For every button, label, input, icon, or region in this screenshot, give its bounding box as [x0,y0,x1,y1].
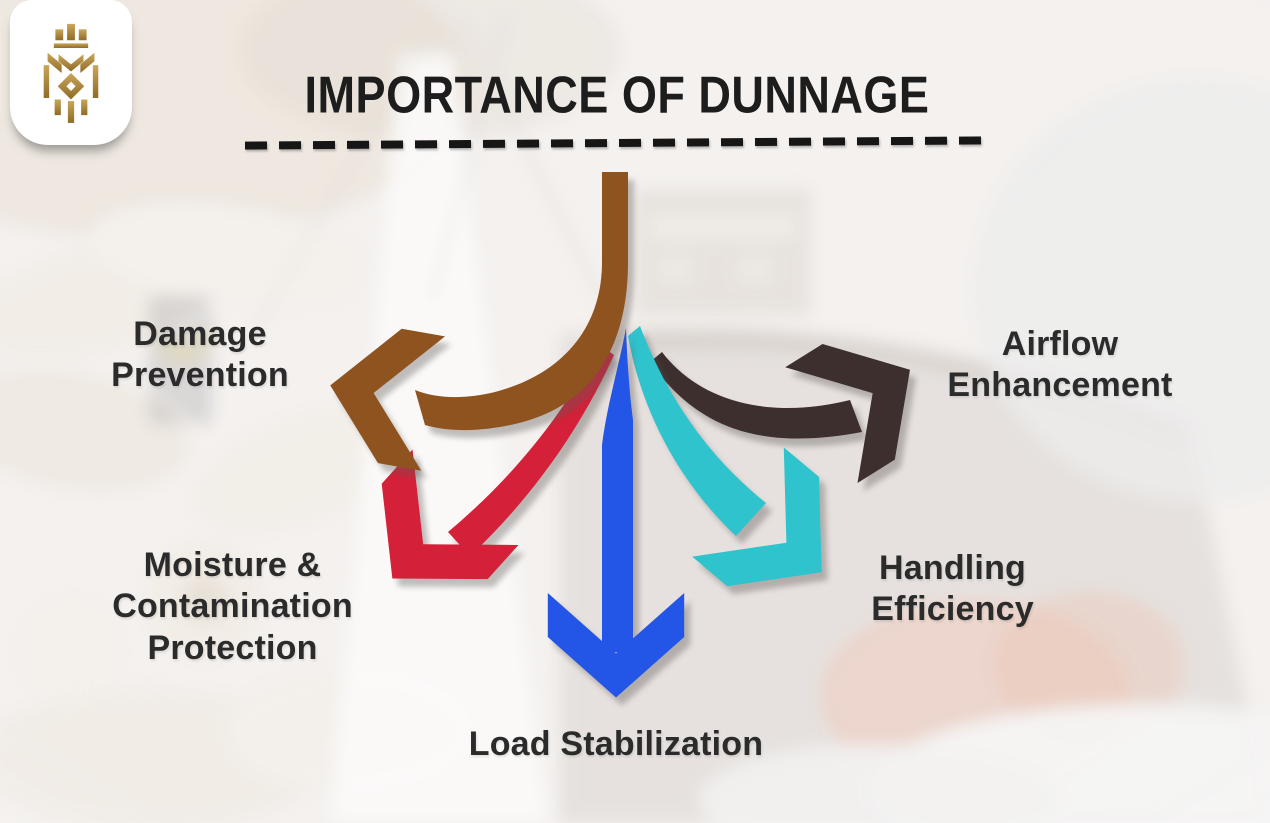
logo-card [10,0,132,145]
golden-crest-logo [43,23,99,123]
airflow-enhancement-arrow [650,311,947,483]
label-load-stabilization: Load Stabilization [468,725,764,763]
label-handling-efficiency: Handling Efficiency [871,549,1034,629]
label-airflow-enhancement: Airflow Enhancement [947,325,1173,405]
damage-prevention-arrow [318,172,628,471]
load-stabilization-arrow [547,328,685,698]
page-title: IMPORTANCE OF DUNNAGE [304,67,930,125]
label-damage-prevention: Damage Prevention [111,315,289,395]
crown-prong [55,28,64,40]
label-moisture-contamination-protection: Moisture & Contamination Protection [112,546,353,667]
handling-efficiency-arrow [628,326,868,627]
